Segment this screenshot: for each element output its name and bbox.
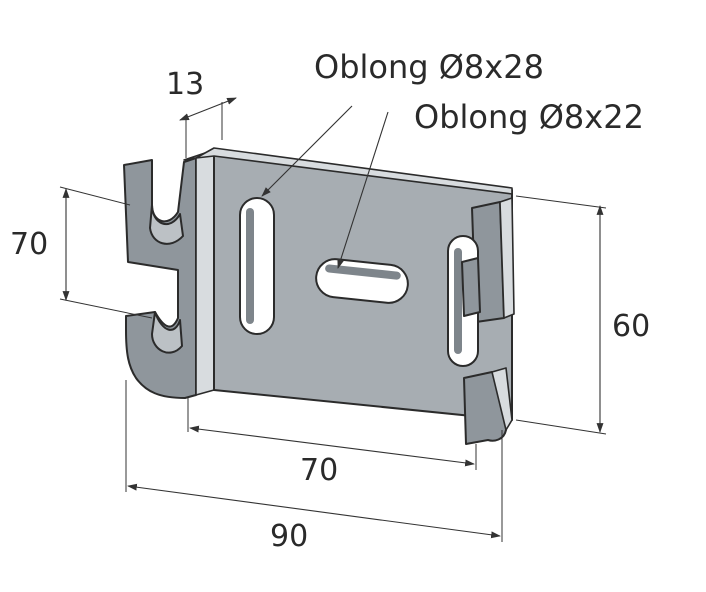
vertical-oblong-slot-depth xyxy=(246,208,254,324)
right-tab-upper-edge xyxy=(499,197,515,319)
vertical-oblong-slot xyxy=(239,197,275,335)
dimension-overall-width-label: 90 xyxy=(270,519,308,554)
dimension-inner-width: 70 xyxy=(187,398,477,488)
dimension-left-height-label: 70 xyxy=(10,227,48,262)
dimension-right-height: 60 xyxy=(515,195,650,435)
plate-top-edge xyxy=(195,147,513,195)
dimension-right-height-label: 60 xyxy=(612,309,650,344)
hook-notch-upper xyxy=(149,204,184,245)
right-tab-lower-edge xyxy=(491,367,513,431)
dimension-depth: 13 xyxy=(166,67,237,158)
dimension-overall-width: 90 xyxy=(125,380,503,554)
dimension-left-height: 70 xyxy=(10,186,153,319)
dimension-depth-label: 13 xyxy=(166,67,204,102)
callout-vertical-oblong: Oblong Ø8x28 xyxy=(261,48,544,197)
horizontal-oblong-slot-depth xyxy=(325,264,401,280)
dimension-inner-width-label: 70 xyxy=(300,453,338,488)
right-oblong-slot-depth xyxy=(454,248,462,354)
callout-horizontal-oblong: Oblong Ø8x22 xyxy=(337,98,644,269)
callout-vertical-oblong-label: Oblong Ø8x28 xyxy=(314,48,544,86)
callout-horizontal-oblong-label: Oblong Ø8x22 xyxy=(414,98,644,136)
right-tab-upper-front xyxy=(461,257,481,317)
bracket-part xyxy=(123,147,515,445)
hook-notch-lower xyxy=(151,311,183,354)
left-hook-tab xyxy=(123,157,197,399)
